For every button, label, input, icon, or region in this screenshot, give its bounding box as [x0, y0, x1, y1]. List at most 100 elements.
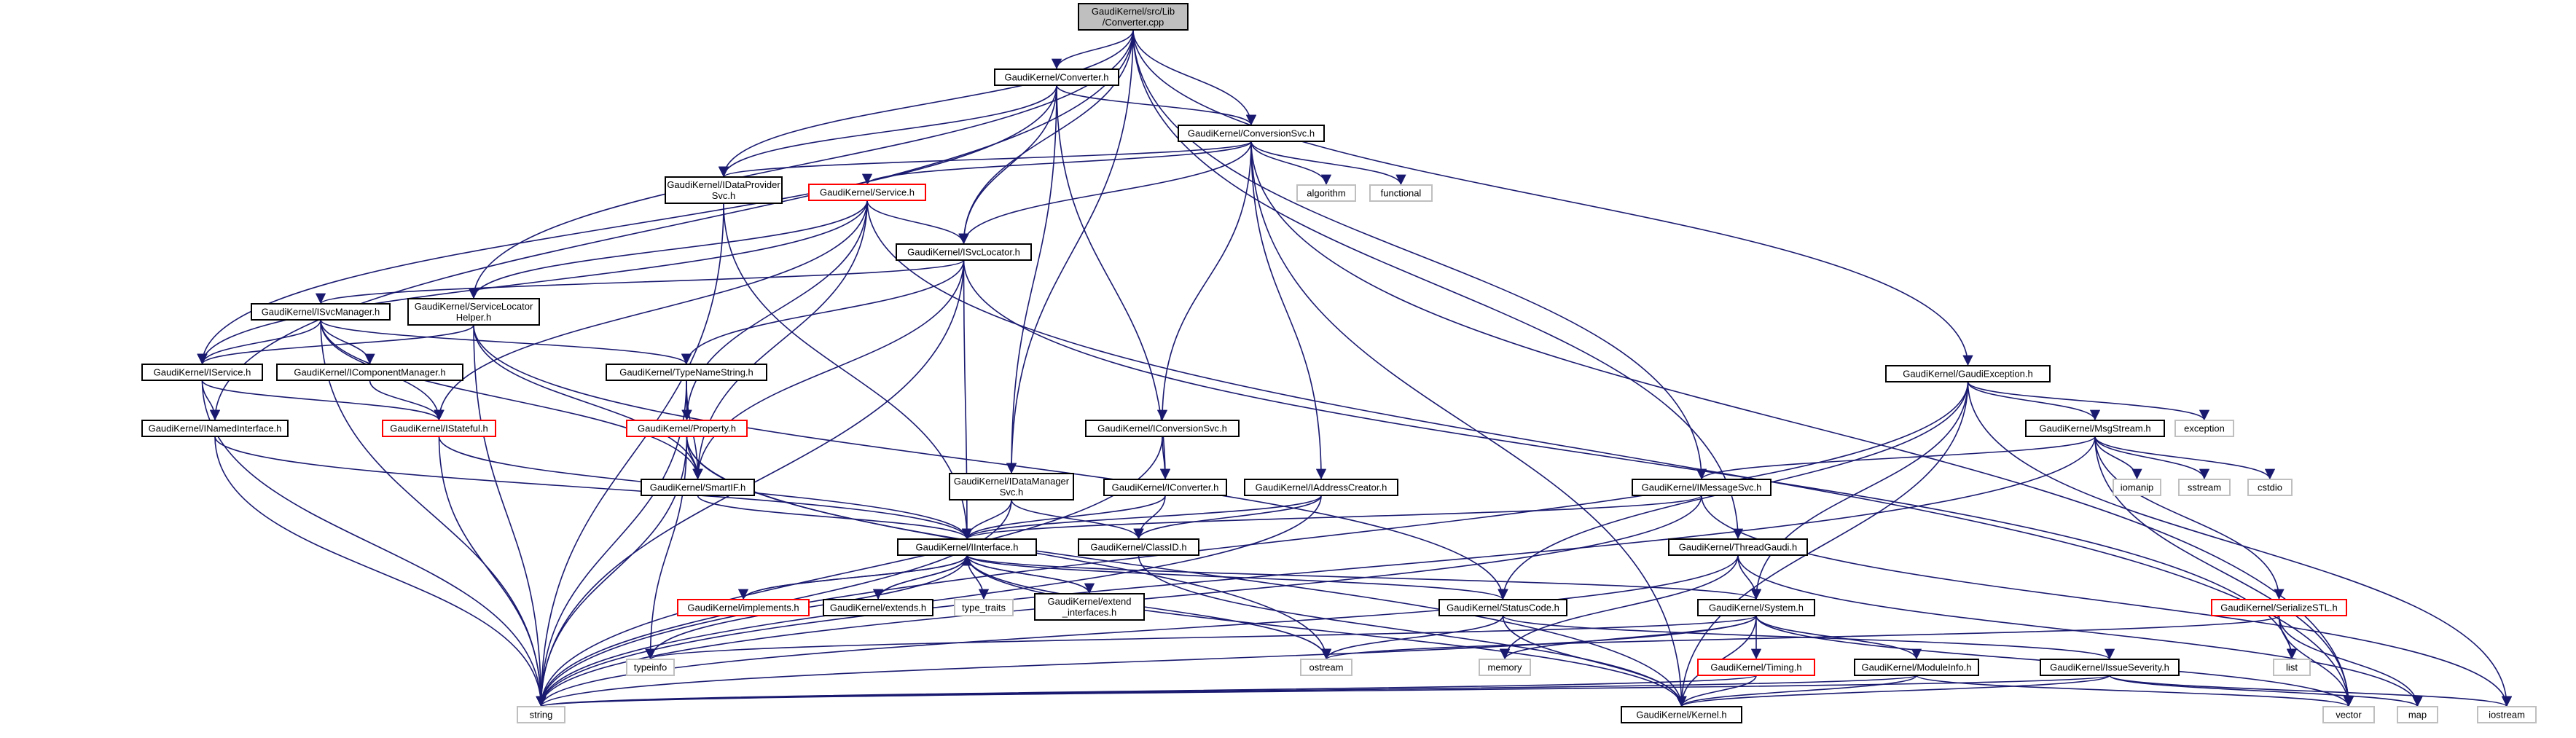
- node-extends-h[interactable]: GaudiKernel/extends.h: [823, 599, 933, 616]
- node-iaddresscreator-h[interactable]: GaudiKernel/IAddressCreator.h: [1244, 479, 1398, 496]
- edge-iinterface_h-to-kernel_h: [966, 554, 1687, 707]
- node-gaudiexception-h[interactable]: GaudiKernel/GaudiException.h: [1885, 365, 2051, 382]
- edge-system_h-to-typeinfo: [646, 615, 1757, 660]
- node-label: cstdio: [2258, 482, 2282, 493]
- node-issueseverity-h[interactable]: GaudiKernel/IssueSeverity.h: [2040, 659, 2180, 676]
- node-icomponentmanager-h[interactable]: GaudiKernel/IComponentManager.h: [276, 364, 463, 381]
- node-label: algorithm: [1307, 188, 1345, 199]
- edge-conversionsvc_h-to-service_h: [862, 141, 1252, 185]
- node-label: GaudiKernel/StatusCode.h: [1446, 602, 1559, 613]
- edge-moduleinfo_h-to-vector: [1916, 675, 2354, 707]
- node-box: [954, 599, 1014, 616]
- node-isvclocator-h[interactable]: GaudiKernel/ISvcLocator.h: [896, 243, 1032, 261]
- edge-serializestl_h-to-map: [2278, 615, 2423, 707]
- edge-isvclocator_h-to-isvcmanager_h: [316, 259, 965, 305]
- node-box: [2397, 706, 2438, 723]
- node-label: GaudiKernel/Converter.h: [1004, 72, 1108, 83]
- edge-root-to-idatamanagersvc_h: [1006, 29, 1134, 474]
- node-box: [407, 298, 540, 326]
- edge-conversionsvc_h-to-isvclocator_h: [958, 141, 1252, 245]
- node-box: [2273, 659, 2311, 676]
- node-algorithm: algorithm: [1296, 184, 1356, 202]
- node-smartif-h[interactable]: GaudiKernel/SmartIF.h: [641, 479, 755, 496]
- node-typenamestring-h[interactable]: GaudiKernel/TypeNameString.h: [606, 364, 767, 381]
- node-box: [808, 184, 926, 201]
- node-implements-h[interactable]: GaudiKernel/implements.h: [677, 599, 810, 616]
- edge-inamedinterface_h-to-iinterface_h: [214, 436, 972, 540]
- node-box: [1078, 538, 1199, 556]
- node-label: GaudiKernel/MsgStream.h: [2039, 423, 2150, 434]
- edge-converter_h-to-isvclocator_h: [958, 85, 1057, 245]
- node-extend-interfaces-h[interactable]: GaudiKernel/extend_interfaces.h: [1034, 593, 1145, 621]
- node-label: GaudiKernel/IInterface.h: [916, 542, 1019, 553]
- edge-idataprovidersvc_h-to-string: [536, 203, 724, 707]
- node-iconversionsvc-h[interactable]: GaudiKernel/IConversionSvc.h: [1085, 420, 1240, 437]
- node-iservice-h[interactable]: GaudiKernel/IService.h: [141, 364, 263, 381]
- edge-service_h-to-isvclocator_h: [866, 200, 969, 245]
- node-box: [896, 243, 1032, 261]
- node-timing-h[interactable]: GaudiKernel/Timing.h: [1697, 659, 1815, 676]
- node-istateful-h[interactable]: GaudiKernel/IStateful.h: [382, 420, 496, 437]
- node-serializestl-h[interactable]: GaudiKernel/SerializeSTL.h: [2211, 599, 2347, 616]
- edge-imessagesvc_h-to-iinterface_h: [962, 495, 1702, 540]
- node-label: GaudiKernel/extends.h: [830, 602, 926, 613]
- node-inamedinterface-h[interactable]: GaudiKernel/INamedInterface.h: [141, 420, 289, 437]
- edge-iinterface_h-to-statuscode_h: [966, 554, 1508, 600]
- node-functional: functional: [1369, 184, 1433, 202]
- node-iinterface-h[interactable]: GaudiKernel/IInterface.h: [897, 538, 1037, 556]
- edge-converter_h-to-iconverter_h: [1056, 85, 1171, 480]
- node-label: Svc.h: [712, 190, 736, 201]
- node-classid-h[interactable]: GaudiKernel/ClassID.h: [1078, 538, 1199, 556]
- node-iconverter-h[interactable]: GaudiKernel/IConverter.h: [1103, 479, 1227, 496]
- edge-extend_interfaces_h-to-iinterface_h: [961, 554, 1090, 594]
- node-system-h[interactable]: GaudiKernel/System.h: [1697, 599, 1815, 616]
- node-root: GaudiKernel/src/Lib/Converter.cpp: [1078, 3, 1189, 31]
- edge-servicelocatorhelper_h-to-iservice_h: [197, 324, 474, 365]
- node-kernel-h[interactable]: GaudiKernel/Kernel.h: [1621, 706, 1742, 723]
- edge-serializestl_h-to-ostream: [1321, 615, 2280, 660]
- node-label: Helper.h: [456, 312, 491, 323]
- node-msgstream-h[interactable]: GaudiKernel/MsgStream.h: [2025, 420, 2165, 437]
- node-iostream: iostream: [2477, 706, 2537, 723]
- node-service-h[interactable]: GaudiKernel/Service.h: [808, 184, 926, 201]
- edge-conversionsvc_h-to-functional: [1250, 141, 1406, 186]
- node-ostream: ostream: [1300, 659, 1352, 676]
- node-label: GaudiKernel/IStateful.h: [390, 423, 488, 434]
- edge-conversionsvc_h-to-kernel_h: [1250, 141, 1687, 707]
- edge-typenamestring_h-to-string: [536, 380, 687, 707]
- node-isvcmanager-h[interactable]: GaudiKernel/ISvcManager.h: [251, 303, 391, 321]
- edge-root-to-gaudiexception_h: [1132, 29, 1973, 366]
- node-conversionsvc-h[interactable]: GaudiKernel/ConversionSvc.h: [1178, 125, 1325, 142]
- edge-property_h-to-typeinfo: [645, 436, 688, 660]
- node-box: [1668, 538, 1808, 556]
- edge-threadgaudi_h-to-memory: [1499, 554, 1739, 660]
- node-statuscode-h[interactable]: GaudiKernel/StatusCode.h: [1438, 599, 1567, 616]
- node-label: GaudiKernel/ISvcManager.h: [262, 307, 380, 318]
- node-box: [606, 364, 767, 381]
- node-moduleinfo-h[interactable]: GaudiKernel/ModuleInfo.h: [1854, 659, 1979, 676]
- node-property-h[interactable]: GaudiKernel/Property.h: [626, 420, 748, 437]
- edge-gaudiexception_h-to-exception: [1967, 381, 2210, 421]
- node-converter-h[interactable]: GaudiKernel/Converter.h: [994, 68, 1119, 86]
- node-label: GaudiKernel/IssueSeverity.h: [2050, 662, 2169, 673]
- edge-converter_h-to-idataprovidersvc_h: [718, 85, 1057, 178]
- node-box: [2174, 420, 2234, 437]
- node-box: [251, 303, 391, 321]
- node-label: GaudiKernel/IAddressCreator.h: [1256, 482, 1387, 493]
- node-box: [1621, 706, 1742, 723]
- node-threadgaudi-h[interactable]: GaudiKernel/ThreadGaudi.h: [1668, 538, 1808, 556]
- edge-converter_h-to-conversionsvc_h: [1056, 85, 1257, 126]
- edge-implements_h-to-iinterface_h: [743, 554, 973, 600]
- edge-msgstream_h-to-serializestl_h: [2094, 436, 2285, 600]
- node-box: [1697, 659, 1815, 676]
- node-label: GaudiKernel/IDataProvider: [667, 179, 780, 190]
- node-imessagesvc-h[interactable]: GaudiKernel/IMessageSvc.h: [1632, 479, 1772, 496]
- node-label: ostream: [1309, 662, 1344, 673]
- node-label: GaudiKernel/ServiceLocator: [415, 301, 533, 312]
- edge-service_h-to-iservice_h: [197, 200, 868, 365]
- edge-statuscode_h-to-kernel_h: [1502, 615, 1687, 707]
- node-label: GaudiKernel/ThreadGaudi.h: [1679, 542, 1798, 553]
